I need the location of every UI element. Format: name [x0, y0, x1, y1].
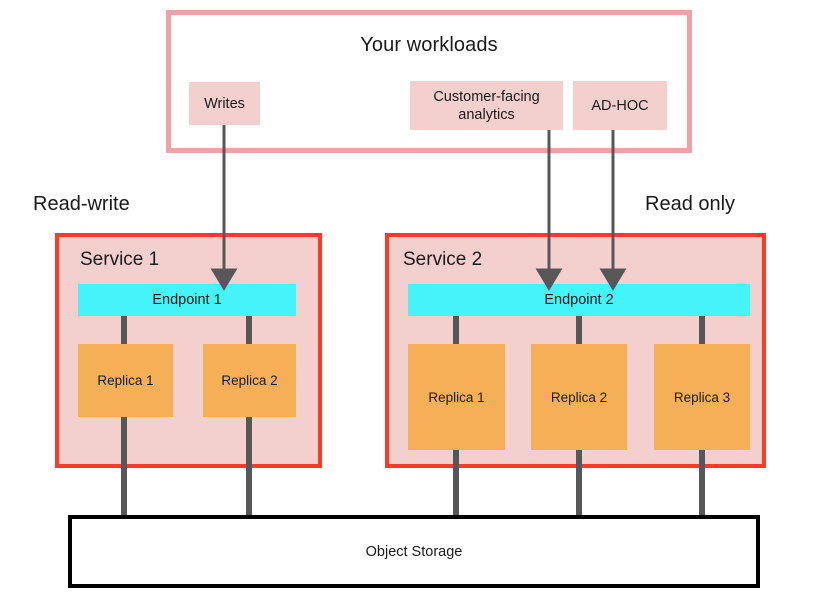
- connector-endpoint2-replica3: [699, 310, 705, 354]
- connector-endpoint1-replica2: [246, 310, 252, 354]
- service-2-endpoint[interactable]: Endpoint 2: [408, 284, 750, 316]
- workloads-title: Your workloads: [360, 34, 498, 56]
- object-storage-box[interactable]: Object Storage: [68, 515, 760, 588]
- service-2-replica-3[interactable]: Replica 3: [654, 344, 750, 450]
- connector-endpoint2-replica1: [453, 310, 459, 354]
- service-1-replica-2[interactable]: Replica 2: [203, 344, 296, 417]
- service-1-endpoint[interactable]: Endpoint 1: [78, 284, 296, 316]
- caption-read-write: Read-write: [33, 193, 130, 215]
- connector-s2-replica2-storage: [576, 444, 582, 522]
- connector-endpoint1-replica1: [121, 310, 127, 354]
- service-2-replica-1[interactable]: Replica 1: [408, 344, 505, 450]
- service-1-replica-1[interactable]: Replica 1: [78, 344, 173, 417]
- service-2-title: Service 2: [403, 249, 483, 270]
- workload-box-writes[interactable]: Writes: [189, 82, 260, 125]
- caption-read-only: Read only: [645, 193, 736, 215]
- workload-box-customer-facing-analytics[interactable]: Customer-facing analytics: [410, 81, 563, 130]
- service-1-title: Service 1: [80, 249, 160, 270]
- connector-s2-replica3-storage: [699, 444, 705, 522]
- connector-s1-replica1-storage: [121, 410, 127, 522]
- connector-endpoint2-replica2: [576, 310, 582, 354]
- connector-s1-replica2-storage: [246, 410, 252, 522]
- connector-s2-replica1-storage: [453, 444, 459, 522]
- workload-box-ad-hoc[interactable]: AD-HOC: [573, 81, 667, 130]
- service-2-replica-2[interactable]: Replica 2: [531, 344, 627, 450]
